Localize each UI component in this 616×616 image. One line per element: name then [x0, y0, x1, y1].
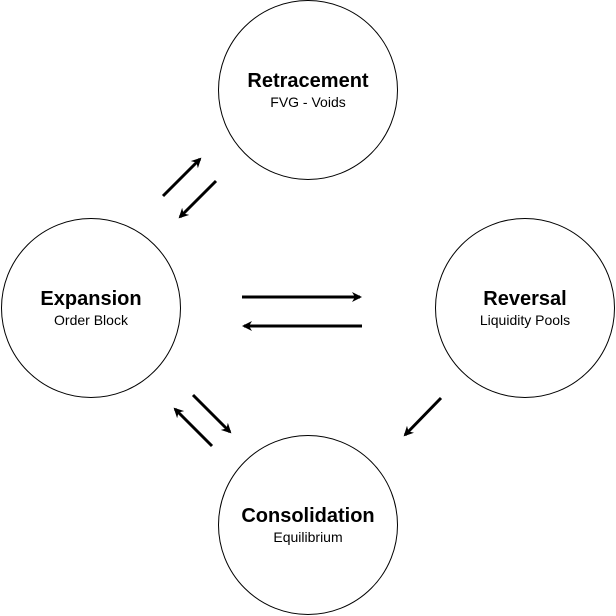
node-title-expansion: Expansion — [40, 288, 142, 310]
node-consolidation: Consolidation Equilibrium — [218, 435, 398, 615]
arrow-retracement-to-expansion — [178, 179, 218, 219]
node-subtitle-consolidation: Equilibrium — [273, 529, 343, 545]
node-subtitle-expansion: Order Block — [54, 312, 128, 328]
node-expansion: Expansion Order Block — [1, 218, 181, 398]
node-title-reversal: Reversal — [483, 288, 567, 310]
node-subtitle-reversal: Liquidity Pools — [479, 312, 571, 328]
arrow-consolidation-to-expansion — [173, 407, 214, 448]
arrow-reversal-to-consolidation — [403, 396, 443, 437]
node-reversal: Reversal Liquidity Pools — [435, 218, 615, 398]
node-title-consolidation: Consolidation — [241, 505, 375, 527]
node-subtitle-retracement: FVG - Voids — [270, 94, 346, 110]
arrow-expansion-to-consolidation — [191, 393, 232, 434]
node-retracement: Retracement FVG - Voids — [218, 0, 398, 180]
arrow-expansion-to-retracement — [161, 157, 202, 198]
node-title-retracement: Retracement — [247, 70, 369, 92]
